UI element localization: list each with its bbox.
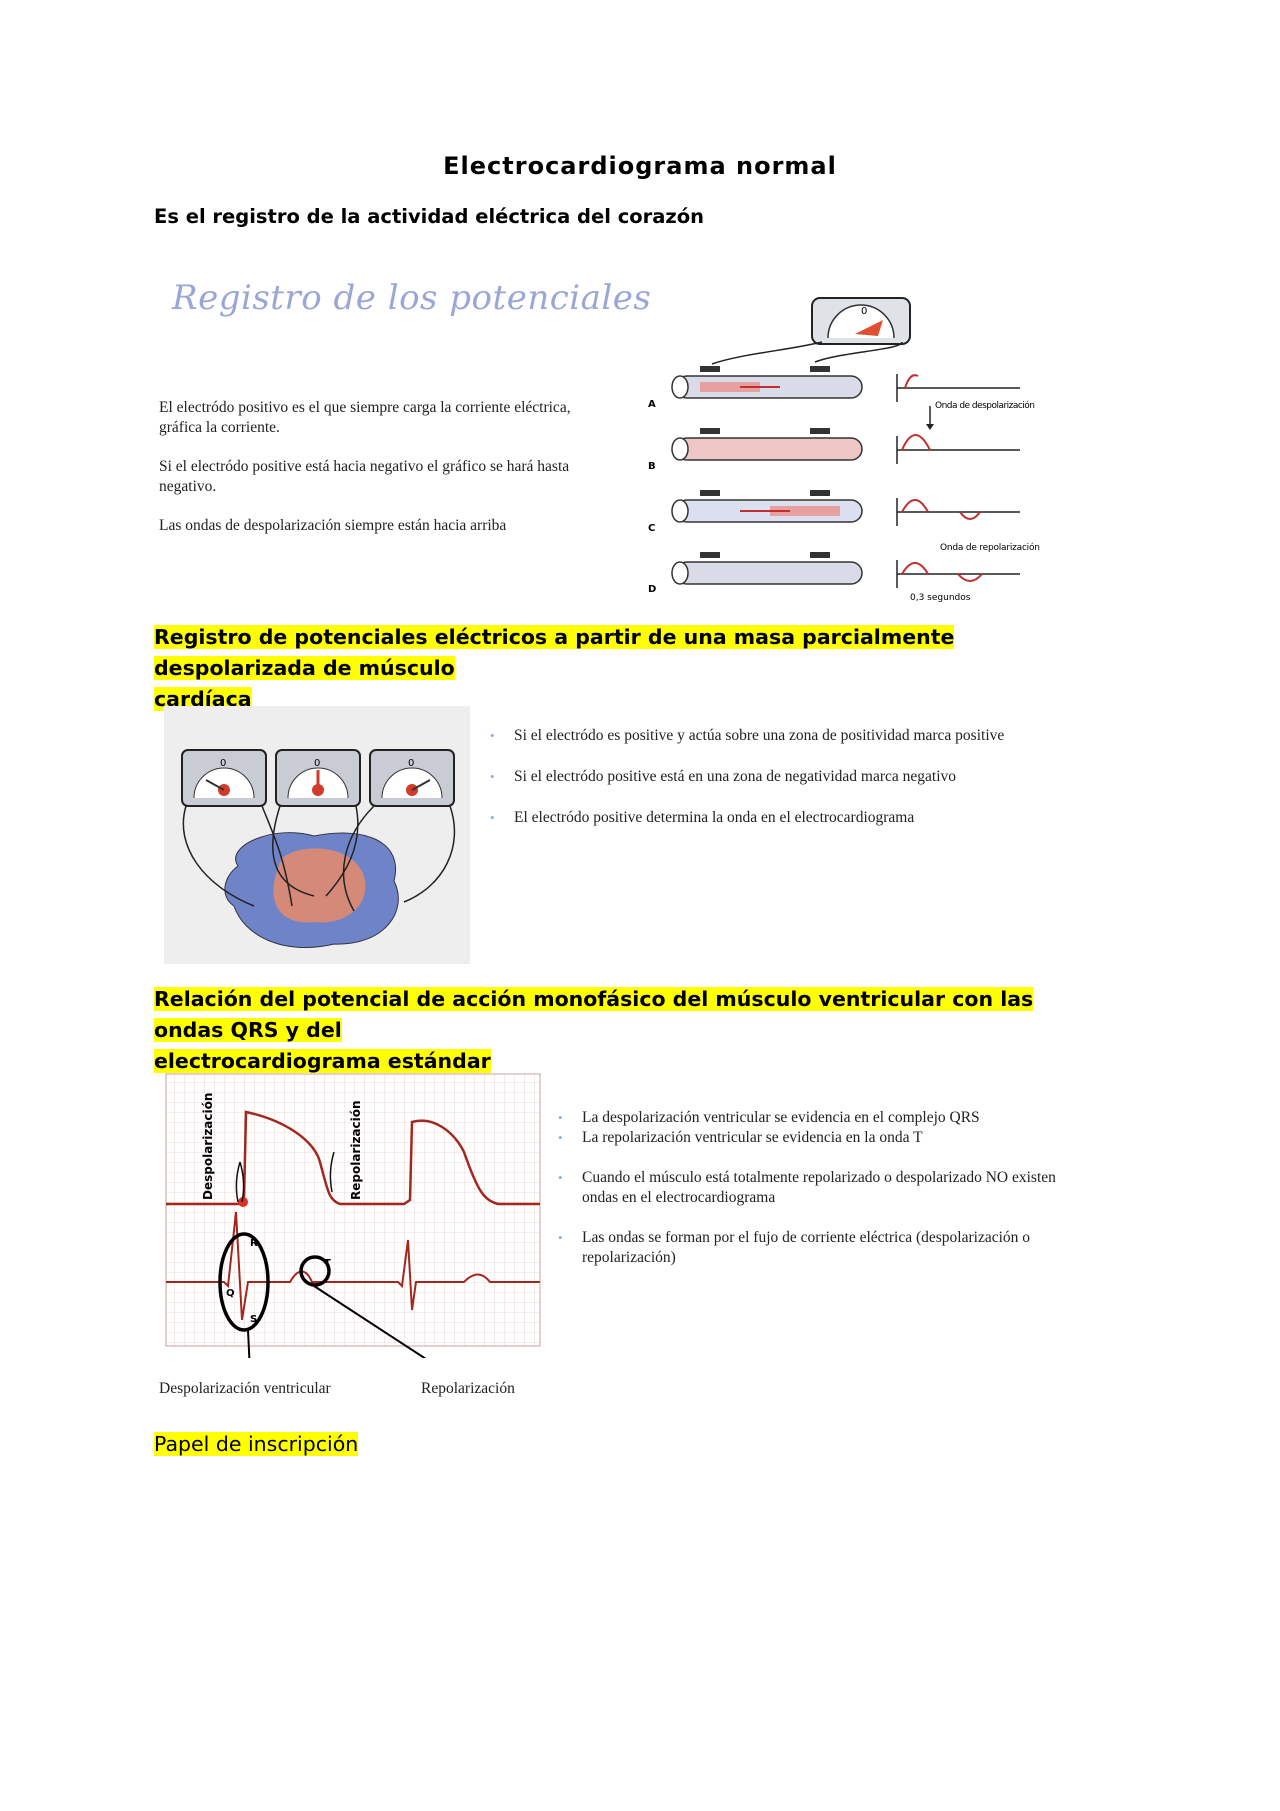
gauge-zero-label: 0 — [220, 758, 226, 769]
section3-heading-line2: electrocardiograma estándar — [154, 1049, 491, 1073]
page-title: Electrocardiograma normal — [443, 152, 837, 180]
depol-wave-label: Onda de despolarización — [935, 400, 1035, 411]
handwritten-title: Registro de los potenciales — [172, 278, 652, 318]
wave-q-label: Q — [226, 1288, 235, 1299]
section3-bullets: La despolarización ventricular se eviden… — [558, 1108, 1058, 1268]
gauge-zero-label: 0 — [861, 306, 867, 317]
repol-vertical-label: Repolarización — [349, 1100, 363, 1200]
fiber-row-b: B — [648, 437, 863, 472]
page-subtitle: Es el registro de la actividad eléctrica… — [154, 205, 705, 228]
gauge-left-icon: 0 — [181, 749, 267, 807]
wave-t-label: T — [324, 1258, 331, 1269]
bullet-item: Cuando el músculo está totalmente repola… — [558, 1168, 1058, 1208]
galvanometer-icon: 0 — [811, 297, 911, 345]
wave-r-label: R — [250, 1238, 258, 1249]
gauge-zero-label: 0 — [408, 758, 414, 769]
caption-right: Repolarización — [421, 1380, 515, 1397]
row-label: D — [648, 584, 656, 595]
time-label: 0,3 segundos — [910, 593, 971, 603]
row-label: C — [648, 523, 655, 534]
section2-heading: Registro de potenciales eléctricos a par… — [154, 622, 1104, 715]
section1-paragraph: El electródo positivo es el que siempre … — [159, 399, 571, 436]
fiber-row-d: D — [648, 561, 863, 595]
electrode-diagram: 0 A B C D — [648, 297, 1040, 603]
bullet-item: Si el electródo es positive y actúa sobr… — [490, 726, 1020, 746]
gauge-right-icon: 0 — [369, 749, 455, 807]
gauge-zero-label: 0 — [314, 758, 320, 769]
depol-vertical-label: Despolarización — [201, 1093, 215, 1200]
section2-heading-line1: Registro de potenciales eléctricos a par… — [154, 625, 955, 680]
section1-text: El electródo positivo es el que siempre … — [159, 398, 609, 555]
section1-paragraph: Las ondas de despolarización siempre est… — [159, 517, 507, 534]
footer-heading-text: Papel de inscripción — [154, 1432, 359, 1456]
bullet-item: Si el electródo positive está en una zon… — [490, 767, 1020, 787]
section2-bullets: Si el electródo es positive y actúa sobr… — [490, 726, 1020, 849]
bullet-item: La repolarización ventricular se evidenc… — [558, 1128, 1058, 1148]
bullet-item: Las ondas se forman por el fujo de corri… — [558, 1228, 1058, 1268]
gauge-center-icon: 0 — [275, 749, 361, 807]
section1-paragraph: Si el electródo positive está hacia nega… — [159, 458, 570, 495]
fiber-row-a: A — [648, 375, 863, 410]
wave-s-label: S — [250, 1314, 257, 1325]
section3-heading-line1: Relación del potencial de acción monofás… — [154, 987, 1034, 1042]
row-label: B — [648, 461, 656, 472]
bullet-item: El electródo positive determina la onda … — [490, 808, 1020, 828]
row-label: A — [648, 399, 656, 410]
caption-left: Despolarización ventricular — [159, 1380, 331, 1397]
section3-heading: Relación del potencial de acción monofás… — [154, 984, 1104, 1077]
bullet-item: La despolarización ventricular se eviden… — [558, 1108, 1058, 1128]
muscle-mass-diagram: 0 0 0 — [164, 706, 470, 964]
fiber-row-c: C — [648, 499, 863, 534]
repol-wave-label: Onda de repolarización — [940, 542, 1040, 553]
footer-heading: Papel de inscripción — [154, 1432, 359, 1456]
ecg-paper-diagram: R Q S T Despolarización Repolarización — [165, 1073, 541, 1358]
